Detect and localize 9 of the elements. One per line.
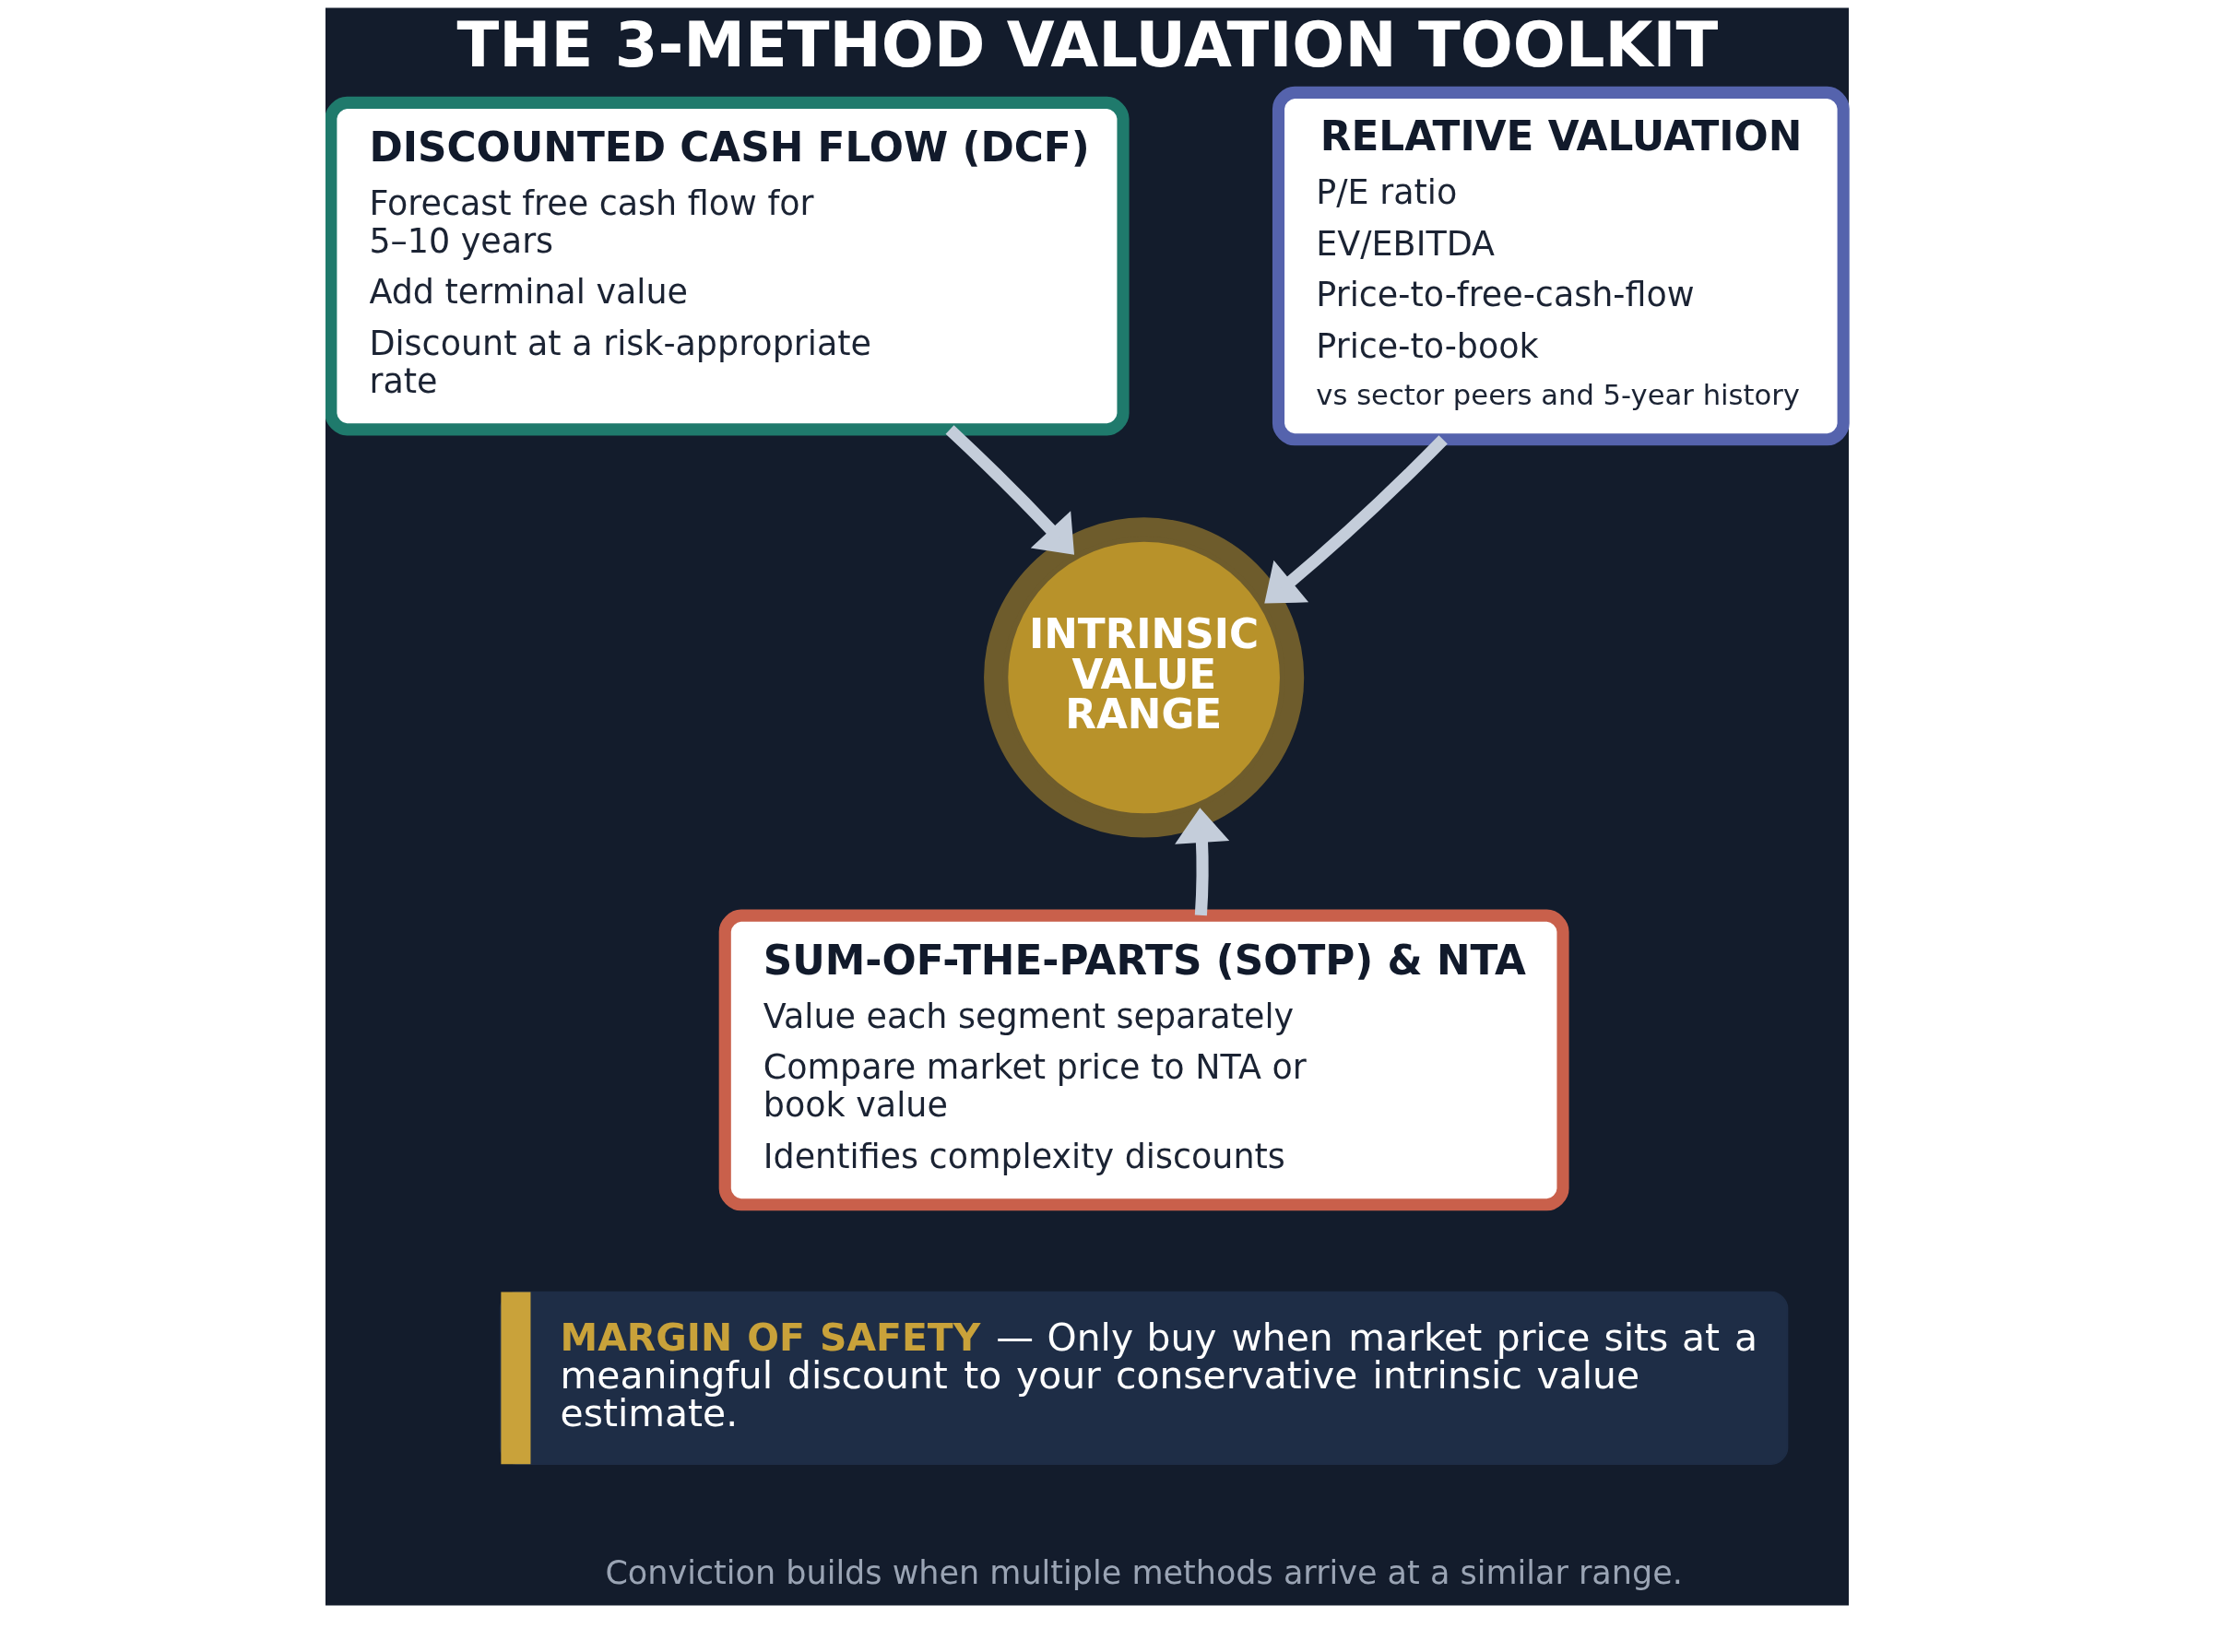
- node-box: DISCOUNTED CASH FLOW (DCF) Forecast free cash flow for 5–10 years Add terminal value Discount at a risk-appropriate rate: [325, 96, 1130, 436]
- node-box: RELATIVE VALUATION P/E ratio EV/EBITDA Price-to-free-cash-flow Price-to-book vs sector peers and 5-year history: [1272, 86, 1850, 446]
- caption: Conviction builds when multiple methods arrive at a similar range.: [605, 1554, 1683, 1592]
- node-box: SUM-OF-THE-PARTS (SOTP) & NTA Value each segment separately Compare market price to NTA or book value Identifies complexity discounts: [718, 909, 1569, 1211]
- diagram-title: THE 3-METHOD VALUATION TOOLKIT: [456, 9, 1719, 82]
- arrow: [1264, 435, 1448, 604]
- arrow: [1175, 808, 1230, 916]
- node-circle: INTRINSIC VALUE RANGE: [984, 517, 1305, 838]
- arrow: [945, 425, 1075, 555]
